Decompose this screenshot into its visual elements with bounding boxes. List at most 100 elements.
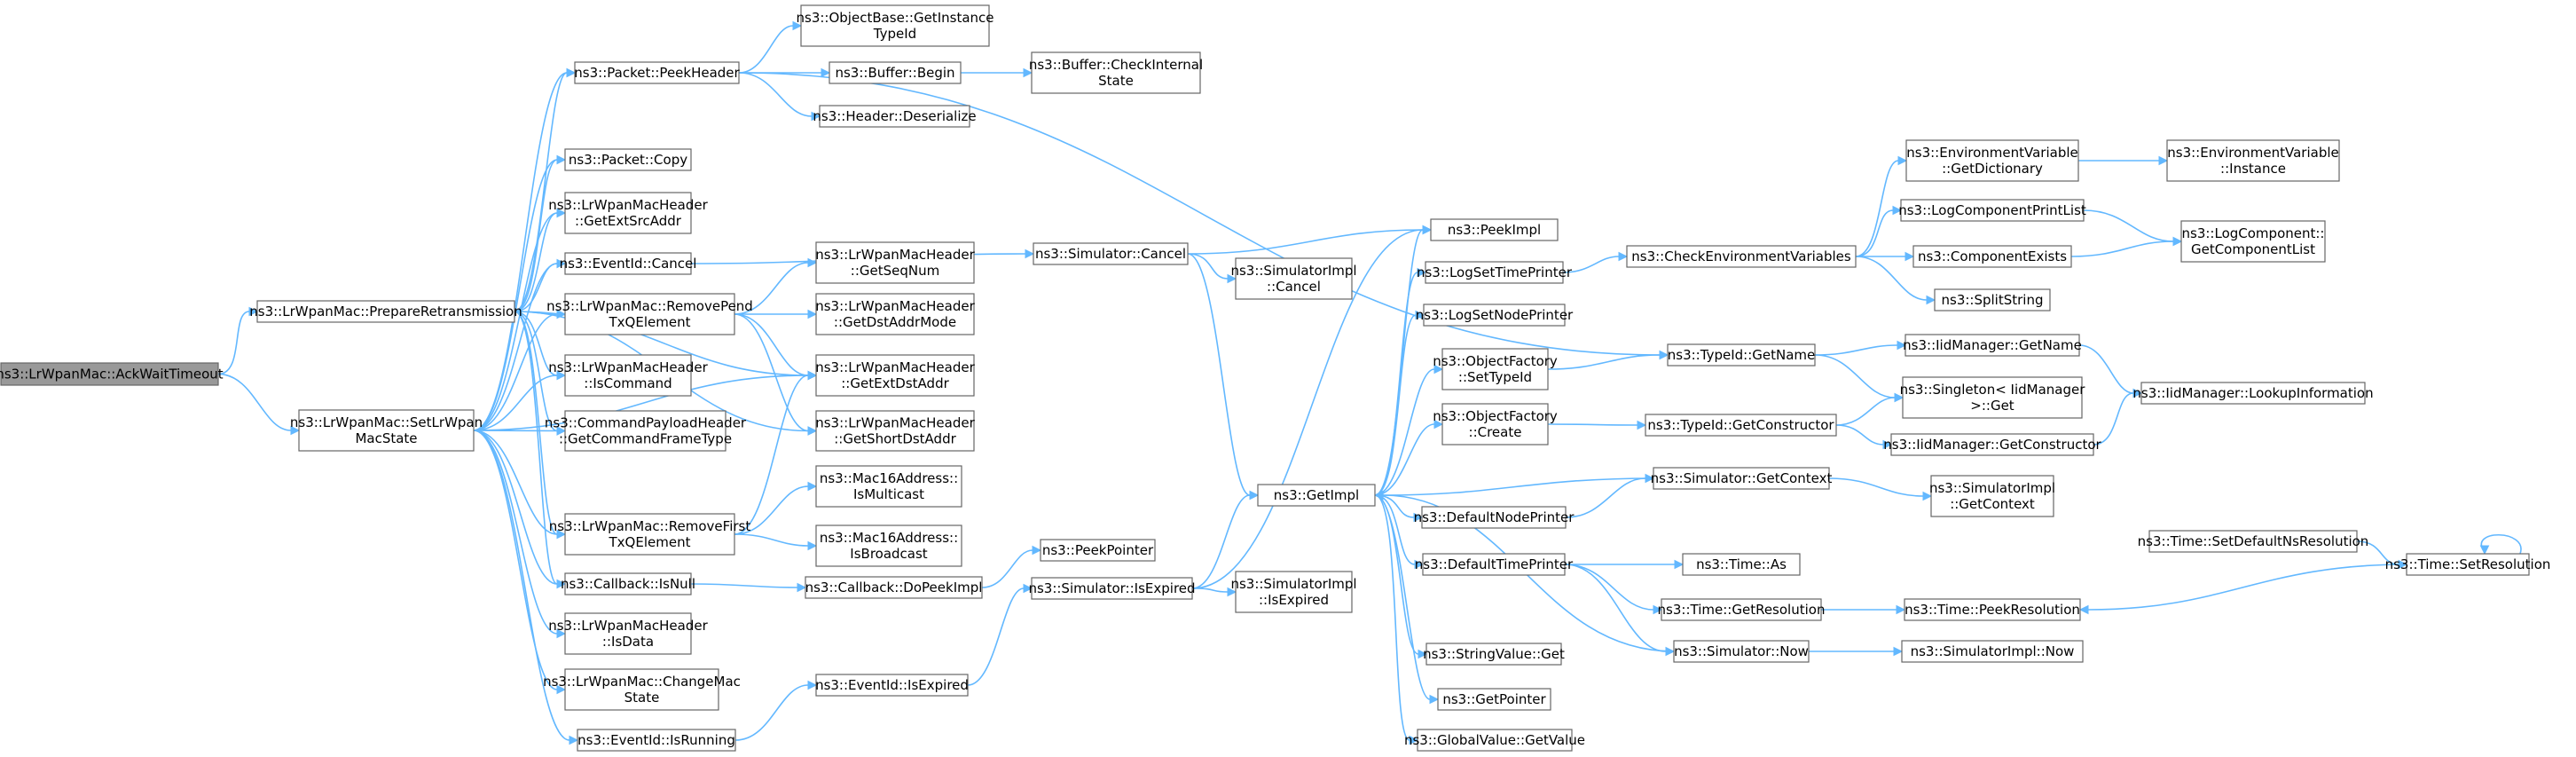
node-splitstr[interactable]: ns3::SplitString	[1934, 288, 2051, 311]
edge-removepend-to-dstmode	[734, 309, 818, 319]
node-extsrc[interactable]: ns3::LrWpanMacHeader::GetExtSrcAddr	[548, 192, 709, 234]
node-label: ns3::IidManager::LookupInformation	[2132, 385, 2373, 401]
edge-setstate-to-isdata	[473, 430, 567, 639]
node-peekimpl[interactable]: ns3::PeekImpl	[1430, 218, 1559, 241]
edge-setstate-to-copy	[473, 154, 567, 431]
node-seqnum[interactable]: ns3::LrWpanMacHeader::GetSeqNum	[815, 241, 976, 284]
node-logprint[interactable]: ns3::LogComponentPrintList	[1898, 199, 2086, 222]
node-peekres[interactable]: ns3::Time::PeekResolution	[1904, 598, 2081, 621]
node-envdict[interactable]: ns3::EnvironmentVariable::GetDictionary	[1905, 139, 2079, 182]
node-implctx[interactable]: ns3::SimulatorImpl::GetContext	[1929, 475, 2055, 517]
node-box	[829, 61, 962, 84]
node-dopeek[interactable]: ns3::Callback::DoPeekImpl	[805, 576, 983, 599]
node-iidname[interactable]: ns3::IidManager::GetName	[1903, 334, 2082, 357]
node-simctx[interactable]: ns3::Simulator::GetContext	[1651, 467, 1833, 490]
node-iidlookup[interactable]: ns3::IidManager::LookupInformation	[2132, 382, 2374, 405]
node-deser[interactable]: ns3::Header::Deserialize	[813, 105, 977, 128]
node-isnull[interactable]: ns3::Callback::IsNull	[561, 572, 695, 595]
node-deftime[interactable]: ns3::DefaultTimePrinter	[1415, 553, 1574, 576]
node-envinst[interactable]: ns3::EnvironmentVariable::Instance	[2166, 139, 2340, 182]
node-prep[interactable]: ns3::LrWpanMac::PrepareRetransmission	[249, 300, 522, 323]
edge-line	[734, 313, 809, 376]
node-box	[1417, 729, 1573, 752]
node-root[interactable]: ns3::LrWpanMac::AckWaitTimeout	[0, 362, 224, 386]
node-isdata[interactable]: ns3::LrWpanMacHeader::IsData	[548, 612, 709, 655]
node-ismulti[interactable]: ns3::Mac16Address::IsMulticast	[815, 465, 962, 508]
node-tidctor[interactable]: ns3::TypeId::GetConstructor	[1645, 414, 1837, 437]
edge-arrowhead	[1415, 310, 1425, 320]
node-label: ns3::EventId::IsExpired	[815, 677, 969, 693]
node-logtime[interactable]: ns3::LogSetTimePrinter	[1417, 261, 1573, 284]
node-timeas[interactable]: ns3::Time::As	[1682, 553, 1801, 576]
node-label: ns3::Time::SetDefaultNsResolution	[2138, 533, 2369, 549]
edge-arrowhead	[807, 257, 818, 268]
node-label: TxQElement	[609, 314, 691, 330]
node-ofset[interactable]: ns3::ObjectFactory::SetTypeId	[1433, 348, 1558, 390]
node-box	[298, 409, 475, 452]
node-iscmd[interactable]: ns3::LrWpanMacHeader::IsCommand	[548, 354, 709, 397]
node-cancelid[interactable]: ns3::EventId::Cancel	[560, 252, 697, 275]
node-shortdst[interactable]: ns3::LrWpanMacHeader::GetShortDstAddr	[815, 410, 976, 452]
node-timeres[interactable]: ns3::Time::GetResolution	[1658, 598, 1826, 621]
edge-setstate-to-removefirst	[473, 430, 567, 540]
node-setres[interactable]: ns3::Time::SetResolution	[2385, 553, 2551, 576]
node-simimplcancel[interactable]: ns3::SimulatorImpl::Cancel	[1230, 257, 1357, 300]
node-isrunning[interactable]: ns3::EventId::IsRunning	[577, 729, 736, 752]
edge-arrowhead	[1032, 545, 1042, 556]
node-label: ns3::LogComponentPrintList	[1898, 202, 2086, 218]
edge-arrowhead	[1227, 587, 1237, 597]
node-box	[1930, 475, 2054, 517]
edge-line	[473, 159, 558, 431]
node-checkenv[interactable]: ns3::CheckEnvironmentVariables	[1626, 245, 1857, 268]
node-compexists[interactable]: ns3::ComponentExists	[1912, 245, 2072, 268]
edge-line	[1855, 209, 1894, 257]
node-label: ns3::DefaultNodePrinter	[1414, 509, 1575, 525]
node-copy[interactable]: ns3::Packet::Copy	[564, 148, 692, 171]
node-getptr[interactable]: ns3::GetPointer	[1437, 688, 1551, 711]
node-strget[interactable]: ns3::StringValue::Get	[1423, 643, 1565, 666]
node-simimplexp[interactable]: ns3::SimulatorImpl::IsExpired	[1230, 571, 1357, 613]
node-lognode[interactable]: ns3::LogSetNodePrinter	[1416, 304, 1574, 327]
node-peekhdr[interactable]: ns3::Packet::PeekHeader	[574, 61, 741, 84]
node-cmdframe[interactable]: ns3::CommandPayloadHeader::GetCommandFra…	[545, 410, 747, 452]
edge-arrowhead	[1637, 420, 1647, 430]
node-peekptr[interactable]: ns3::PeekPointer	[1040, 539, 1156, 562]
edge-arrowhead	[1894, 392, 1905, 403]
node-box	[815, 674, 969, 697]
node-defnode[interactable]: ns3::DefaultNodePrinter	[1414, 506, 1575, 529]
node-label: ns3::ComponentExists	[1918, 248, 2067, 264]
edge-arrowhead	[556, 258, 567, 269]
node-bufbegin[interactable]: ns3::Buffer::Begin	[829, 61, 962, 84]
node-box	[1905, 334, 2080, 357]
node-label: ::IsData	[602, 634, 654, 650]
node-ofcreate[interactable]: ns3::ObjectFactory::Create	[1433, 403, 1558, 446]
node-tidname[interactable]: ns3::TypeId::GetName	[1667, 343, 1816, 367]
node-setdefres[interactable]: ns3::Time::SetDefaultNsResolution	[2138, 530, 2369, 553]
node-box	[2406, 553, 2530, 576]
node-box	[815, 410, 975, 452]
node-singleton[interactable]: ns3::Singleton< IidManager >::Get	[1900, 376, 2086, 419]
node-getcomplist[interactable]: ns3::LogComponent::GetComponentList	[2180, 220, 2326, 263]
node-getimpl[interactable]: ns3::GetImpl	[1257, 484, 1376, 507]
node-iidctor[interactable]: ns3::IidManager::GetConstructor	[1883, 433, 2102, 456]
node-simnow[interactable]: ns3::Simulator::Now	[1673, 640, 1810, 663]
edge-simnow-to-implnow	[1809, 646, 1904, 657]
node-evexp[interactable]: ns3::EventId::IsExpired	[815, 674, 969, 697]
node-simexp[interactable]: ns3::Simulator::IsExpired	[1028, 577, 1196, 600]
node-simcancel[interactable]: ns3::Simulator::Cancel	[1033, 242, 1189, 265]
node-implnow[interactable]: ns3::SimulatorImpl::Now	[1901, 640, 2084, 663]
edge-line	[1187, 253, 1251, 496]
edge-line	[690, 583, 798, 588]
node-gvget[interactable]: ns3::GlobalValue::GetValue	[1404, 729, 1585, 752]
edge-line	[473, 430, 558, 690]
node-extdst[interactable]: ns3::LrWpanMacHeader::GetExtDstAddr	[815, 354, 976, 397]
edge-line	[1564, 564, 1667, 652]
node-isbroad[interactable]: ns3::Mac16Address::IsBroadcast	[815, 524, 962, 567]
node-dstmode[interactable]: ns3::LrWpanMacHeader::GetDstAddrMode	[815, 293, 976, 335]
